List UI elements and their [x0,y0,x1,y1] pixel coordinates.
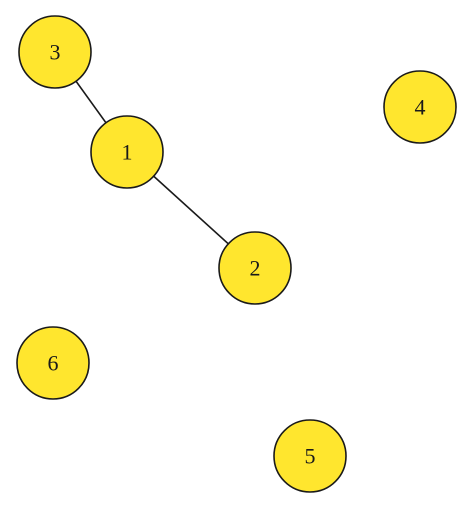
node-circle-5 [273,419,347,493]
node-circle-2 [218,231,292,305]
node-label-1: 1 [122,140,133,165]
node-label-2: 2 [250,256,261,281]
node-circle-4 [383,70,457,144]
node-2: 2 [218,231,292,305]
node-label-5: 5 [305,444,316,469]
node-circle-3 [18,15,92,89]
node-1: 1 [90,115,164,189]
node-6: 6 [16,326,90,400]
nodes-layer: 1 2 3 4 5 6 [16,15,457,493]
node-label-6: 6 [48,351,59,376]
node-3: 3 [18,15,92,89]
node-circle-6 [16,326,90,400]
node-circle-1 [90,115,164,189]
node-5: 5 [273,419,347,493]
node-4: 4 [383,70,457,144]
node-label-4: 4 [415,95,426,120]
node-label-3: 3 [50,40,61,65]
